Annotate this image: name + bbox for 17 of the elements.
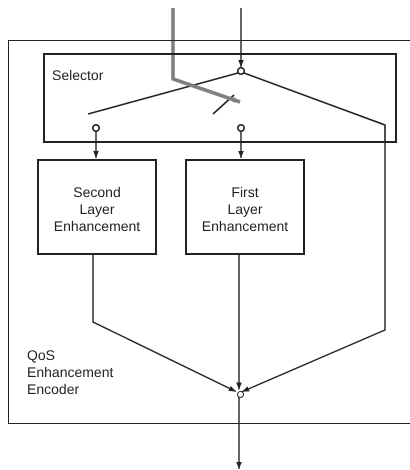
selector-label: Selector <box>52 67 104 84</box>
junction-circle <box>236 390 244 398</box>
output-arrow <box>236 396 242 469</box>
process-box <box>185 159 305 255</box>
encoder-label: QoS Enhancement Encoder <box>27 347 114 398</box>
block-label: First Layer Enhancement <box>200 184 290 234</box>
arrow <box>242 142 386 392</box>
arrow <box>238 132 244 158</box>
selector-box <box>43 53 397 143</box>
arrow <box>236 254 242 390</box>
input-arrow <box>171 8 241 104</box>
block-label: Second Layer Enhancement <box>52 184 142 234</box>
arrow <box>93 132 99 158</box>
encoder-box <box>8 40 410 424</box>
input-arrow <box>238 8 244 67</box>
process-box <box>37 159 157 255</box>
arrow <box>92 254 236 392</box>
